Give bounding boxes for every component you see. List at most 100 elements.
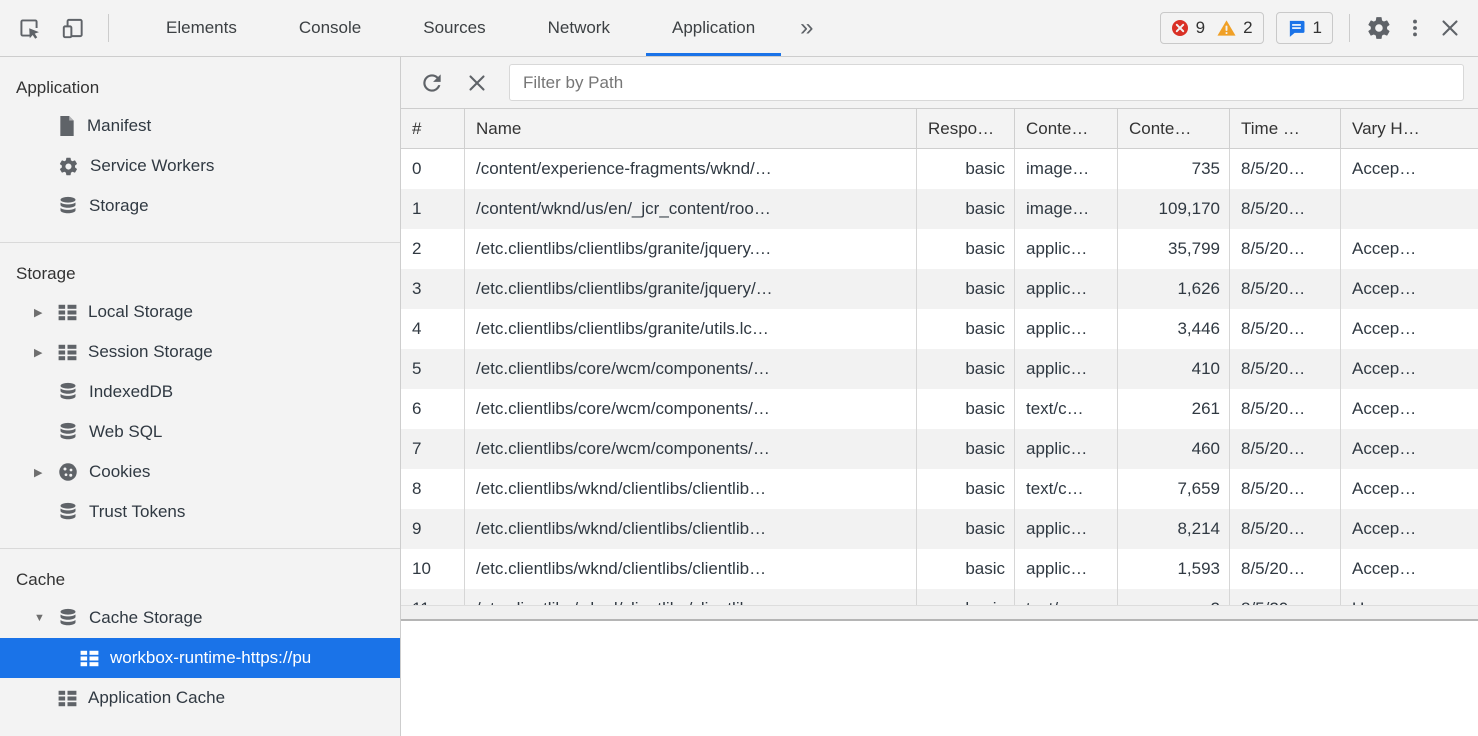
sidebar-item-cache-workbox-runtime[interactable]: workbox-runtime-https://pu bbox=[0, 638, 400, 678]
cell-index: 9 bbox=[401, 509, 465, 549]
sidebar-item-cache-storage[interactable]: ▼ Cache Storage bbox=[34, 608, 203, 627]
database-icon bbox=[58, 502, 78, 522]
collapse-arrow-icon[interactable]: ▼ bbox=[34, 612, 45, 624]
sidebar-item-web-sql[interactable]: Web SQL bbox=[0, 412, 400, 452]
panel-tabs: Elements Console Sources Network Applica… bbox=[135, 0, 828, 56]
column-header-time-cached[interactable]: Time … bbox=[1230, 109, 1341, 148]
cell-index: 2 bbox=[401, 229, 465, 269]
sidebar-item-storage[interactable]: Storage bbox=[0, 186, 400, 226]
column-header-index[interactable]: # bbox=[401, 109, 465, 148]
cell-content-length: 261 bbox=[1118, 389, 1230, 429]
expand-arrow-icon[interactable]: ▶ bbox=[34, 306, 43, 319]
console-errors-warnings-badge[interactable]: 9 2 bbox=[1159, 12, 1264, 44]
section-title: Cache bbox=[16, 570, 66, 589]
cell-content-length: 1,626 bbox=[1118, 269, 1230, 309]
cache-entry-row[interactable]: 3 /etc.clientlibs/clientlibs/granite/jqu… bbox=[401, 269, 1478, 309]
cell-time-cached: 8/5/20… bbox=[1230, 349, 1341, 389]
cell-name: /etc.clientlibs/core/wcm/components/… bbox=[465, 349, 917, 389]
sidebar-item-manifest[interactable]: Manifest bbox=[0, 106, 400, 146]
file-icon bbox=[58, 116, 76, 136]
clear-button[interactable] bbox=[465, 71, 489, 95]
cell-index: 11 bbox=[401, 589, 465, 605]
expand-arrow-icon[interactable]: ▶ bbox=[34, 466, 43, 479]
cell-vary-header: Accep… bbox=[1352, 319, 1417, 338]
cell-content-length: 2 bbox=[1118, 589, 1230, 605]
cell-index: 5 bbox=[401, 349, 465, 389]
cell-response-type: basic bbox=[917, 269, 1015, 309]
tab-network[interactable]: Network bbox=[547, 18, 610, 37]
cell-content-type: applic… bbox=[1015, 429, 1118, 469]
cell-vary-header bbox=[1341, 189, 1478, 229]
expand-arrow-icon[interactable]: ▶ bbox=[34, 346, 43, 359]
refresh-button[interactable] bbox=[419, 70, 445, 96]
sidebar-item-application-cache[interactable]: Application Cache bbox=[0, 678, 400, 718]
cache-entry-row[interactable]: 9 /etc.clientlibs/wknd/clientlibs/client… bbox=[401, 509, 1478, 549]
cache-entry-row[interactable]: 7 /etc.clientlibs/core/wcm/components/… … bbox=[401, 429, 1478, 469]
sidebar-item-trust-tokens[interactable]: Trust Tokens bbox=[0, 492, 400, 532]
sidebar-item-session-storage[interactable]: ▶ Session Storage bbox=[34, 342, 213, 361]
column-header-vary-header[interactable]: Vary H… bbox=[1352, 118, 1420, 138]
sidebar-item-cookies[interactable]: ▶ Cookies bbox=[34, 462, 151, 481]
column-header-content-length[interactable]: Conte… bbox=[1118, 109, 1230, 148]
filter-by-path-input[interactable] bbox=[509, 64, 1464, 101]
cell-name: /etc.clientlibs/clientlibs/granite/utils… bbox=[465, 309, 917, 349]
tab-console[interactable]: Console bbox=[298, 18, 362, 37]
inspect-element-button[interactable] bbox=[16, 15, 42, 41]
warning-icon bbox=[1217, 19, 1236, 37]
cell-content-length: 735 bbox=[1118, 149, 1230, 189]
tab-elements[interactable]: Elements bbox=[166, 18, 237, 37]
cache-entry-row[interactable]: 2 /etc.clientlibs/clientlibs/granite/jqu… bbox=[401, 229, 1478, 269]
topbar-divider bbox=[108, 14, 109, 42]
sidebar-item-local-storage[interactable]: ▶ Local Storage bbox=[34, 302, 193, 321]
cell-time-cached: 8/5/20… bbox=[1230, 469, 1341, 509]
more-options-button[interactable] bbox=[1404, 16, 1426, 40]
cell-name: /etc.clientlibs/wknd/clientlibs/clientli… bbox=[465, 549, 917, 589]
cell-name: /etc.clientlibs/wknd/clientlibs/clientli… bbox=[465, 469, 917, 509]
cell-vary-header: Us… bbox=[1341, 589, 1478, 605]
cache-toolbar bbox=[401, 57, 1478, 109]
inspect-cursor-icon bbox=[16, 15, 42, 41]
horizontal-scrollbar[interactable] bbox=[401, 605, 1478, 619]
cell-index: 0 bbox=[401, 149, 465, 189]
device-toolbar-button[interactable] bbox=[60, 15, 86, 41]
gear-icon bbox=[1366, 15, 1392, 41]
preview-splitter[interactable] bbox=[401, 619, 1478, 621]
column-header-name[interactable]: Name bbox=[465, 109, 917, 148]
settings-gear-button[interactable] bbox=[1366, 15, 1392, 41]
cache-entry-row[interactable]: 4 /etc.clientlibs/clientlibs/granite/uti… bbox=[401, 309, 1478, 349]
cache-table-header: # Name Respo… Conte… Conte… Time … Vary … bbox=[401, 109, 1478, 149]
tab-sources[interactable]: Sources bbox=[423, 18, 486, 37]
cache-entry-row[interactable]: 5 /etc.clientlibs/core/wcm/components/… … bbox=[401, 349, 1478, 389]
cell-response-type: basic bbox=[917, 389, 1015, 429]
sidebar-item-indexeddb[interactable]: IndexedDB bbox=[0, 372, 400, 412]
cell-content-type: applic… bbox=[1015, 269, 1118, 309]
cache-entry-row[interactable]: 11 /etc.clientlibs/wknd/clientlibs/clien… bbox=[401, 589, 1478, 605]
column-header-response-type[interactable]: Respo… bbox=[917, 109, 1015, 148]
cell-content-type: image… bbox=[1015, 189, 1118, 229]
sidebar-item-service-workers[interactable]: Service Workers bbox=[0, 146, 400, 186]
cell-content-length: 8,214 bbox=[1118, 509, 1230, 549]
cell-content-type: text/c… bbox=[1015, 469, 1118, 509]
devtools-topbar: Elements Console Sources Network Applica… bbox=[0, 0, 1478, 57]
refresh-icon bbox=[419, 70, 445, 96]
topbar-divider bbox=[1349, 14, 1350, 42]
close-devtools-button[interactable] bbox=[1438, 16, 1462, 40]
cell-vary-header: Accep… bbox=[1352, 559, 1417, 578]
message-count: 1 bbox=[1312, 18, 1322, 37]
cache-entry-row[interactable]: 10 /etc.clientlibs/wknd/clientlibs/clien… bbox=[401, 549, 1478, 589]
cache-table-body: 0 /content/experience-fragments/wknd/… b… bbox=[401, 149, 1478, 605]
preview-pane bbox=[401, 621, 1478, 736]
tab-application[interactable]: Application bbox=[641, 0, 786, 56]
cell-content-length: 410 bbox=[1118, 349, 1230, 389]
more-tabs-button[interactable]: » bbox=[786, 0, 827, 56]
cell-time-cached: 8/5/20… bbox=[1230, 189, 1341, 229]
cell-content-length: 7,659 bbox=[1118, 469, 1230, 509]
console-messages-badge[interactable]: 1 bbox=[1275, 12, 1333, 44]
cache-entry-row[interactable]: 8 /etc.clientlibs/wknd/clientlibs/client… bbox=[401, 469, 1478, 509]
cell-response-type: basic bbox=[917, 549, 1015, 589]
cache-entry-row[interactable]: 1 /content/wknd/us/en/_jcr_content/roo… … bbox=[401, 189, 1478, 229]
column-header-content-type[interactable]: Conte… bbox=[1015, 109, 1118, 148]
cache-entry-row[interactable]: 6 /etc.clientlibs/core/wcm/components/… … bbox=[401, 389, 1478, 429]
cache-entry-row[interactable]: 0 /content/experience-fragments/wknd/… b… bbox=[401, 149, 1478, 189]
cell-response-type: basic bbox=[917, 429, 1015, 469]
